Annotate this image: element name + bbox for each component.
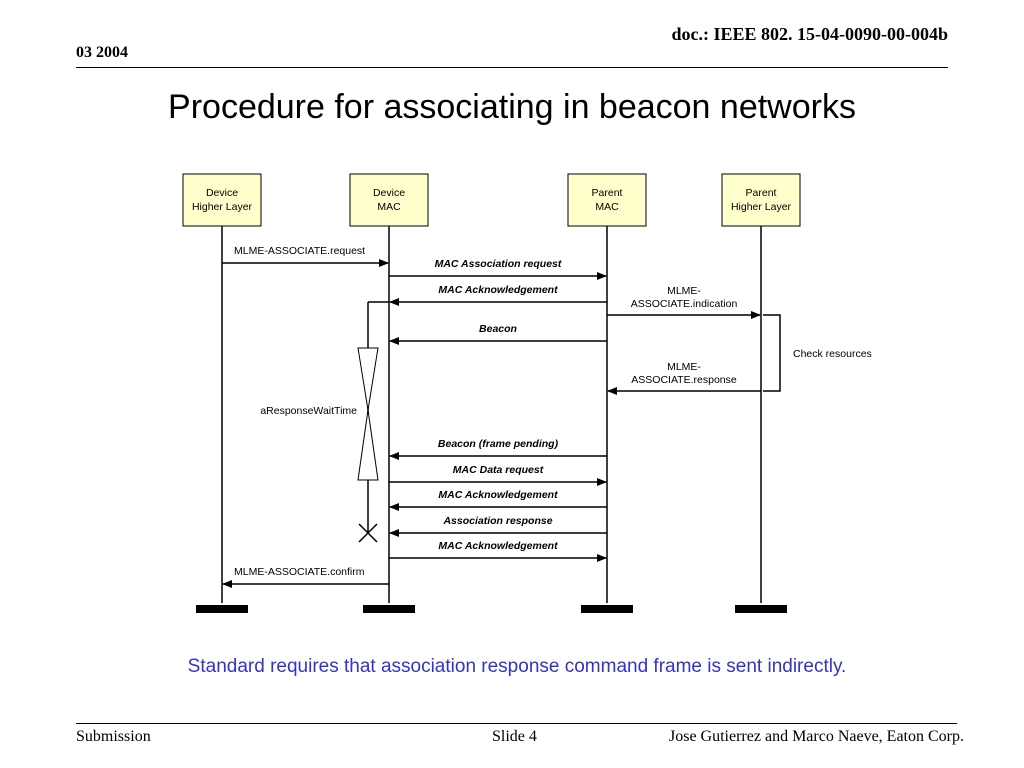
participant-box-phl [721,173,801,227]
hourglass-top-icon [357,347,379,411]
participant-label-dhl-line2: Higher Layer [192,201,253,213]
header-divider [76,67,948,68]
document-id: doc.: IEEE 802. 15-04-0090-00-004b [671,24,948,44]
message-label-10: Association response [442,515,552,527]
timer-label: aResponseWaitTime [260,405,357,417]
participant-box-pmac [567,173,647,227]
message-label-4-line1: MLME- [667,285,701,297]
document-date: 03 2004 [76,44,128,61]
footer-authors: Jose Gutierrez and Marco Naeve, Eaton Co… [669,728,964,745]
participant-label-dmac-line2: MAC [377,201,401,213]
slide-number: Slide 4 [492,728,537,745]
participant-label-dhl-line1: Device [206,187,238,199]
message-label-6-line2: ASSOCIATE.response [631,374,737,386]
footer-divider [76,723,957,724]
message-label-7: Beacon (frame pending) [438,438,559,450]
message-label-2: MAC Association request [435,258,562,270]
check-resources-bracket [763,314,781,392]
footer-left-text: Submission [76,728,151,745]
participant-box-dhl [182,173,262,227]
message-label-12: MLME-ASSOCIATE.confirm [234,566,365,578]
message-label-9: MAC Acknowledgement [438,489,558,501]
participant-label-phl-line2: Higher Layer [731,201,792,213]
annotations-layer: Check resources aResponseWaitTime [260,301,872,543]
lifeline-end-phl [735,605,787,613]
note-text: Standard requires that association respo… [187,656,847,677]
message-label-11: MAC Acknowledgement [438,540,558,552]
message-label-6-line1: MLME- [667,361,701,373]
message-label-5: Beacon [479,323,517,335]
message-label-1: MLME-ASSOCIATE.request [234,245,365,257]
participant-label-phl-line1: Parent [746,187,777,199]
lifeline-end-dhl [196,605,248,613]
participant-label-pmac-line2: MAC [595,201,619,213]
timer-expiry-x-icon-stroke [358,523,378,543]
message-label-8: MAC Data request [453,464,544,476]
participant-label-dmac-line1: Device [373,187,405,199]
participant-label-pmac-line1: Parent [592,187,623,199]
message-label-3: MAC Acknowledgement [438,284,558,296]
slide-title: Procedure for associating in beacon netw… [168,88,856,126]
check-resources-label: Check resources [793,348,872,360]
hourglass-bottom-icon [357,409,379,481]
message-label-4-line2: ASSOCIATE.indication [631,298,738,310]
participant-box-dmac [349,173,429,227]
lifeline-end-pmac [581,605,633,613]
lifeline-end-dmac [363,605,415,613]
